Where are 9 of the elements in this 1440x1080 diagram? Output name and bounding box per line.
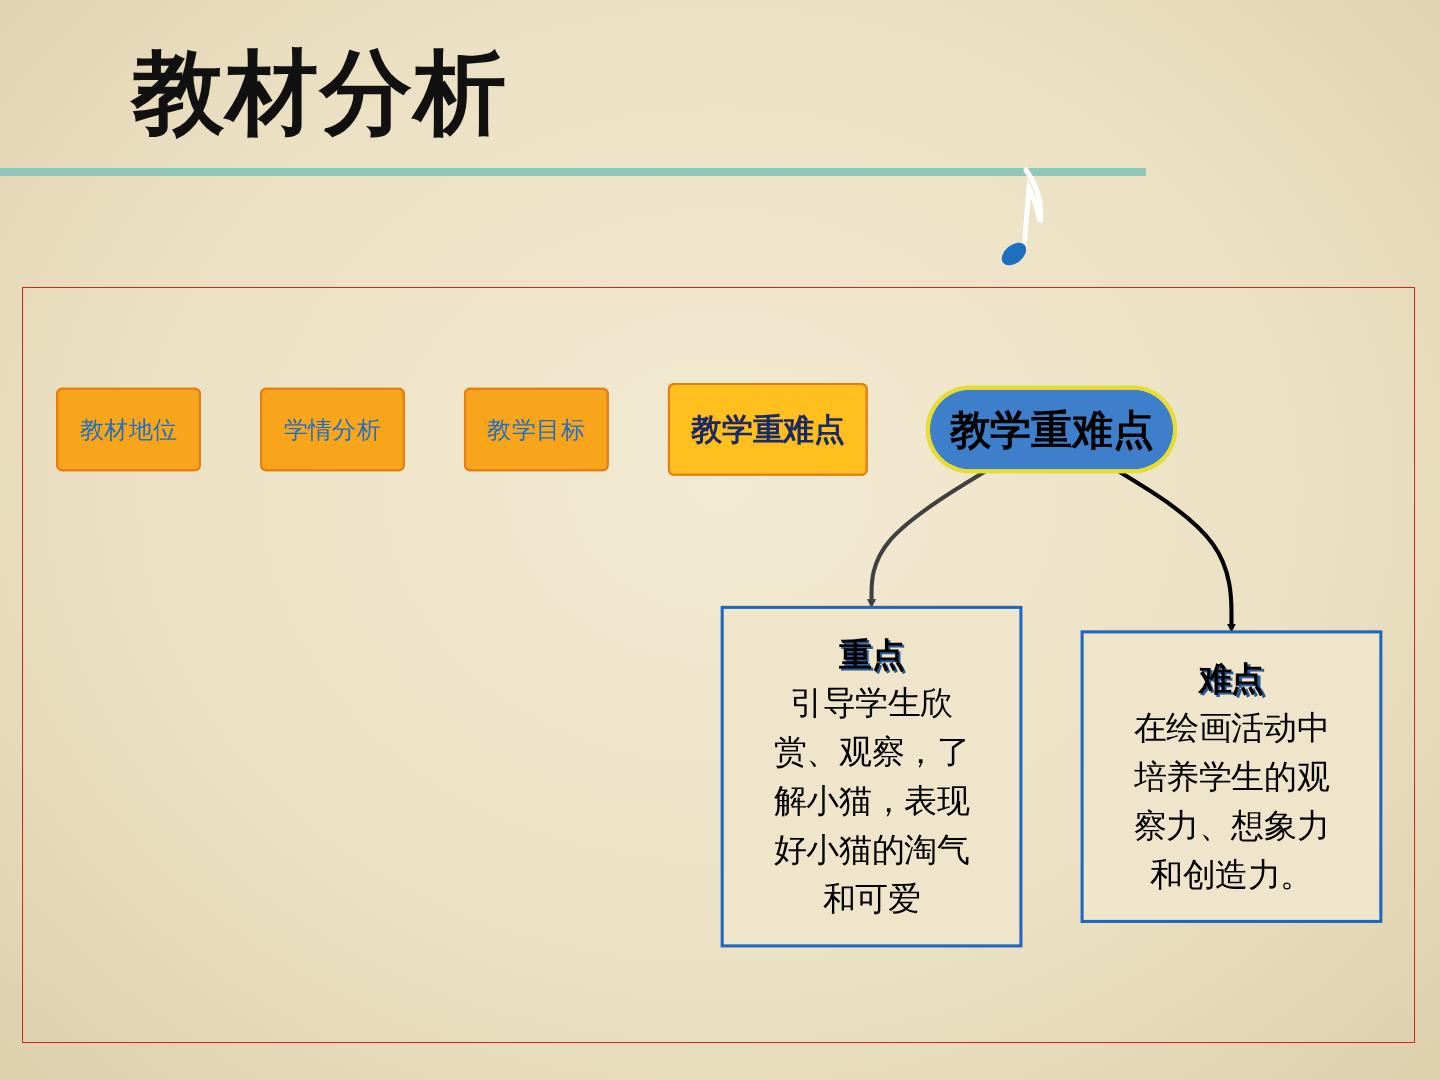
slide-title: 教材分析 xyxy=(132,38,508,148)
tab-node: 教学目标 xyxy=(463,387,609,472)
active-tab-node: 教学重难点 xyxy=(667,383,868,476)
curved-arrow xyxy=(866,470,986,608)
tab-node: 教材地位 xyxy=(55,387,201,472)
key-point-card: 重点 引导学生欣赏、观察，了解小猫，表现好小猫的淘气和可爱 xyxy=(720,605,1022,948)
difficulty-card: 难点 在绘画活动中培养学生的观察力、想象力和创造力。 xyxy=(1080,630,1382,923)
tab-node: 学情分析 xyxy=(259,387,405,472)
curved-arrow xyxy=(1117,470,1236,633)
